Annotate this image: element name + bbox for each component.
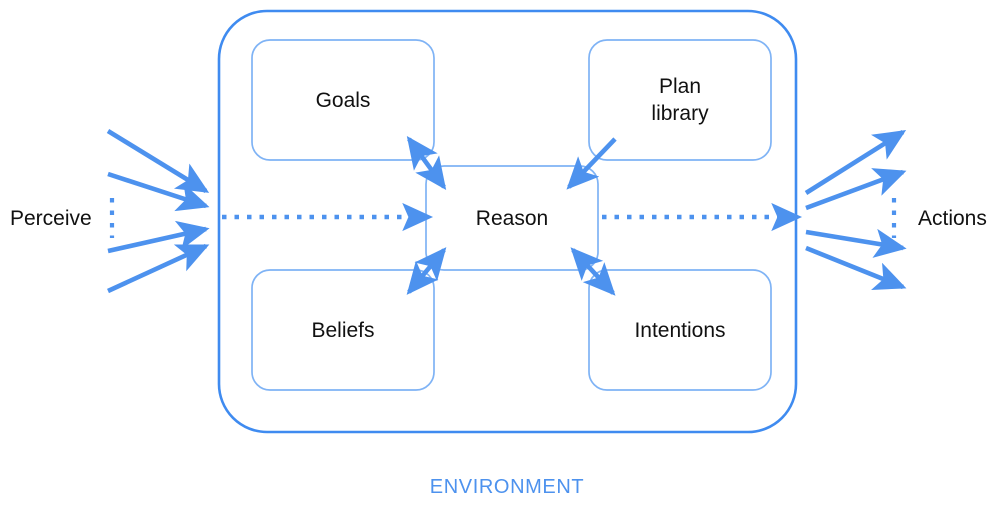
action-arrow-3 bbox=[805, 228, 907, 258]
environment-caption: ENVIRONMENT bbox=[429, 476, 585, 498]
beliefs-reason-link bbox=[406, 247, 447, 295]
perceive-arrow-3 bbox=[107, 220, 210, 254]
actions-arrow-group bbox=[804, 130, 907, 291]
perceive-arrow-1 bbox=[106, 129, 210, 193]
action-arrow-1 bbox=[804, 130, 907, 195]
action-arrow-2 bbox=[805, 168, 907, 211]
goals-reason-link bbox=[406, 136, 447, 190]
bidirectional-link-group bbox=[406, 136, 617, 296]
node-box-beliefs[interactable] bbox=[251, 269, 435, 391]
perceive-arrow-2 bbox=[107, 171, 210, 212]
perceive-arrow-group bbox=[106, 129, 210, 294]
action-arrow-4 bbox=[805, 245, 907, 291]
node-box-intentions[interactable] bbox=[588, 269, 772, 391]
environment-boundary-shape bbox=[217, 9, 798, 434]
plan-library-reason-link bbox=[566, 137, 617, 190]
actions-label: Actions bbox=[918, 207, 987, 230]
node-box-plan-library[interactable] bbox=[588, 39, 772, 161]
perceive-arrow-4 bbox=[107, 243, 210, 294]
node-box-goals[interactable] bbox=[251, 39, 435, 161]
intentions-reason-link bbox=[570, 247, 616, 296]
perceive-label: Perceive bbox=[10, 207, 92, 230]
dotted-marker-group bbox=[109, 198, 897, 238]
